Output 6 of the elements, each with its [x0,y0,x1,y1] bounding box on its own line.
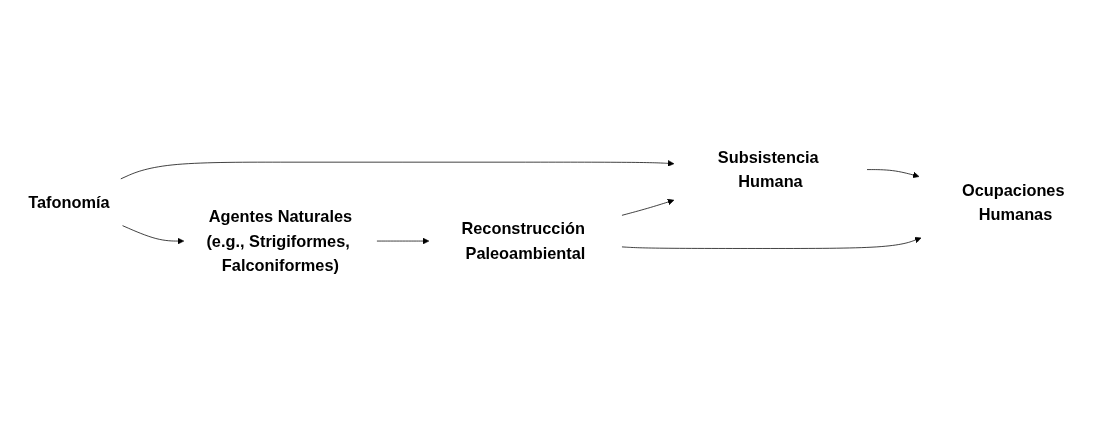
node-label: (e.g., Strigiformes, Falconiformes) [206,231,350,275]
node-text: Reconstrucción Paleoambiental [461,219,586,263]
node-text: Subsistencia Humana [717,148,819,192]
node-text: Ocupaciones Humanas [961,180,1065,224]
node-text: Agentes Naturales [208,207,353,226]
node-text: Tafonomía [28,193,110,212]
